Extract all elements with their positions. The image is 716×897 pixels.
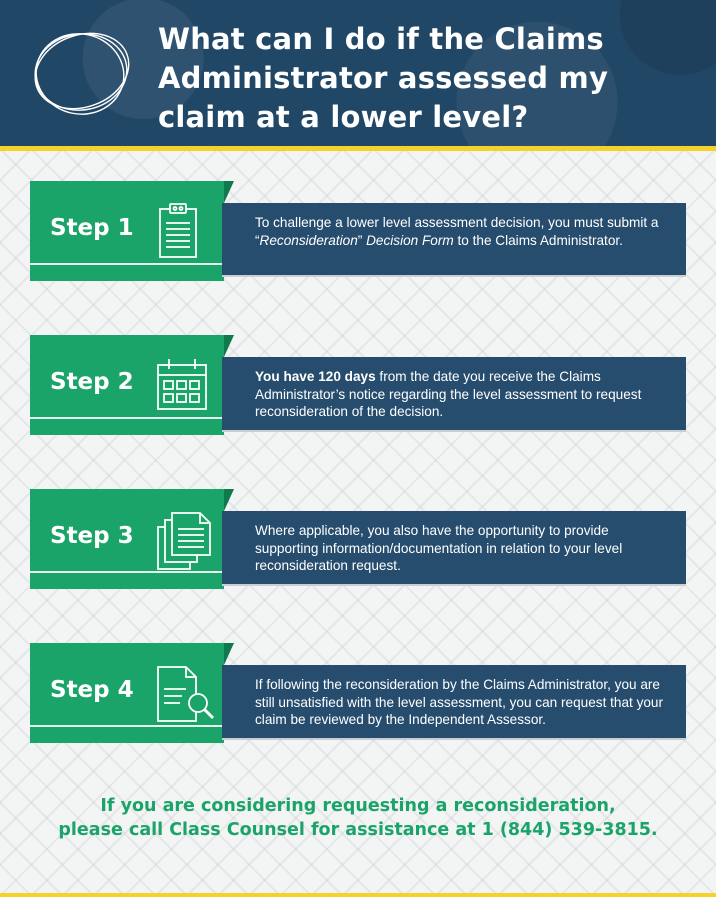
step-badge: Step 3	[30, 489, 234, 589]
badge-underline	[30, 571, 224, 573]
badge-underline	[30, 417, 224, 419]
step-badge: Step 2	[30, 335, 234, 435]
badge-underline	[30, 725, 224, 727]
step-description: If following the reconsideration by the …	[222, 665, 686, 738]
step-badge: Step 4	[30, 643, 234, 743]
step-badge: Step 1	[30, 181, 234, 281]
step-label: Step 1	[50, 215, 134, 241]
calendar-icon	[157, 359, 207, 410]
step-2: Step 2 You have 120 days from the date y…	[0, 335, 716, 445]
step-label: Step 2	[50, 369, 134, 395]
call-to-action: If you are considering requesting a reco…	[0, 794, 716, 842]
bottom-accent-bar	[0, 893, 716, 897]
cta-line-1: If you are considering requesting a reco…	[100, 796, 616, 816]
documents-icon	[157, 512, 211, 570]
header-banner: What can I do if the Claims Administrato…	[0, 0, 716, 151]
step-description: Where applicable, you also have the oppo…	[222, 511, 686, 584]
badge-underline	[30, 263, 224, 265]
document-search-icon	[157, 666, 215, 722]
step-4: Step 4 If following the reconsideration …	[0, 643, 716, 753]
cta-line-2: please call Class Counsel for assistance…	[58, 820, 658, 840]
step-description: To challenge a lower level assessment de…	[222, 203, 686, 275]
step-description: You have 120 days from the date you rece…	[222, 357, 686, 430]
page-title: What can I do if the Claims Administrato…	[158, 22, 609, 134]
scribble-circle-icon	[34, 32, 130, 115]
clipboard-icon	[159, 203, 197, 258]
step-3: Step 3 Where applicable, you also have t…	[0, 489, 716, 599]
step-1: Step 1 To challenge a lower level assess…	[0, 181, 716, 291]
step-label: Step 4	[50, 677, 134, 703]
step-label: Step 3	[50, 523, 134, 549]
